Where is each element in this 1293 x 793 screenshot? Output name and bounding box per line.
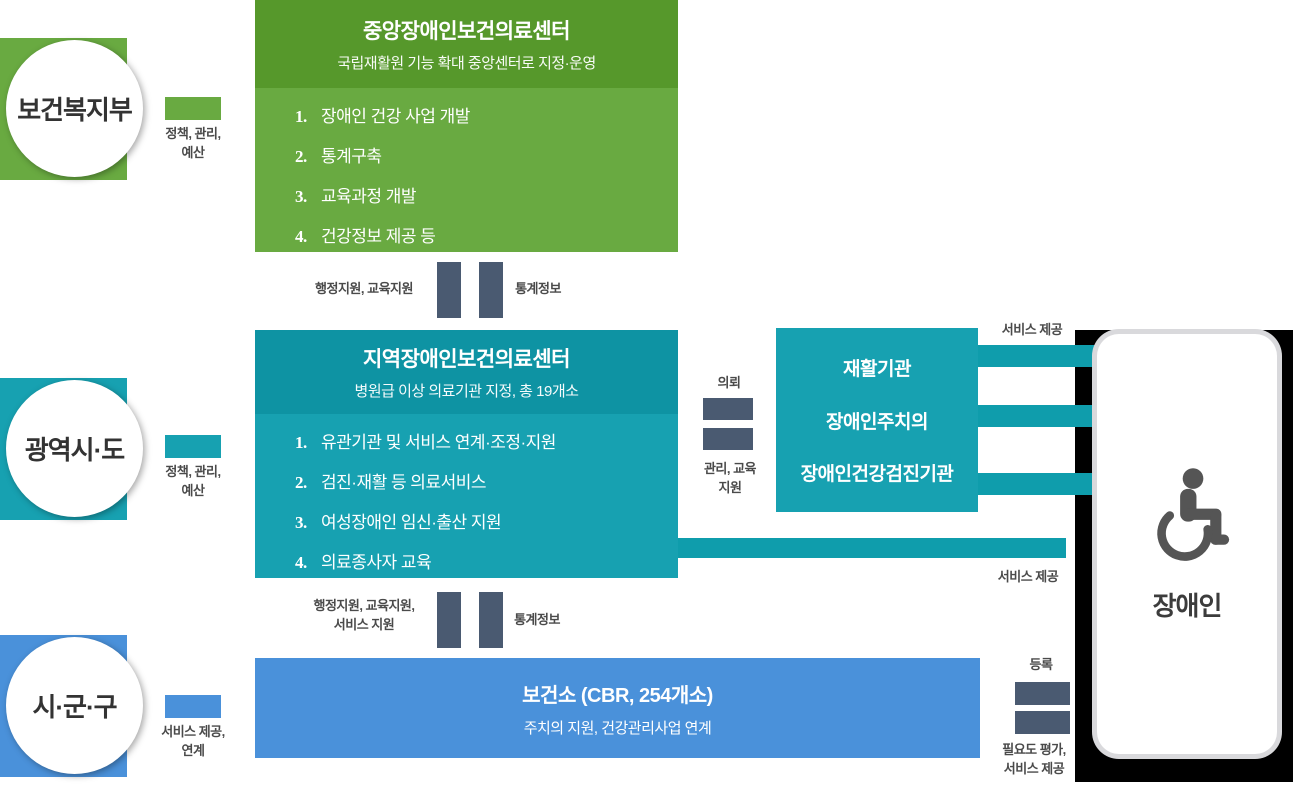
manage-arrow-bar: [703, 428, 753, 450]
mohw-arrow-label: 정책, 관리, 예산: [165, 126, 221, 160]
central-stats-label: 통계정보: [515, 281, 561, 296]
disabled-person-label: 장애인: [1152, 590, 1223, 621]
list-item: 3. 여성장애인 임신·출산 지원: [295, 513, 502, 532]
central-support-label: 행정지원, 교육지원: [315, 281, 413, 296]
health-center-title: 보건소 (CBR, 254개소): [522, 684, 713, 707]
partner-item-doctor: 장애인주치의: [826, 411, 928, 433]
district-label: 시·군·구: [32, 692, 117, 722]
register-label: 등록: [1029, 657, 1053, 672]
list-item: 3. 교육과정 개발: [295, 187, 417, 206]
partner-institutions-box: 재활기관 장애인주치의 장애인건강검진기관: [776, 328, 978, 512]
list-item: 1. 유관기관 및 서비스 연계·조정·지원: [295, 433, 556, 452]
manage-label: 관리, 교육 지원: [703, 461, 757, 495]
service-bar: [978, 405, 1095, 427]
central-center-title: 중앙장애인보건의료센터: [362, 20, 571, 43]
service-bar: [978, 345, 1095, 367]
mohw-circle: 보건복지부: [6, 40, 143, 177]
regional-center-list: 1. 유관기관 및 서비스 연계·조정·지원 2. 검진·재활 등 의료서비스 …: [255, 414, 678, 573]
district-circle: 시·군·구: [6, 637, 143, 774]
regional-center-header: 지역장애인보건의료센터 병원급 이상 의료기관 지정, 총 19개소: [255, 330, 678, 414]
district-arrow-bar: [165, 695, 221, 718]
needs-label: 필요도 평가, 서비스 제공: [1002, 742, 1066, 776]
partner-service-label: 서비스 제공: [1001, 322, 1063, 337]
up-arrow-bar: [479, 592, 503, 648]
central-center-header: 중앙장애인보건의료센터 국립재활원 기능 확대 중앙센터로 지정·운영: [255, 0, 678, 88]
list-item: 4. 의료종사자 교육: [295, 553, 432, 572]
health-center-box: 보건소 (CBR, 254개소) 주치의 지원, 건강관리사업 연계: [255, 658, 980, 758]
down-arrow-bar: [437, 262, 461, 318]
list-item: 1. 장애인 건강 사업 개발: [295, 107, 470, 126]
referral-arrow-bar: [703, 398, 753, 420]
list-item: 4. 건강정보 제공 등: [295, 227, 436, 246]
regional-support-label: 행정지원, 교육지원, 서비스 지원: [313, 598, 415, 632]
up-arrow-bar: [479, 262, 503, 318]
central-center-list: 1. 장애인 건강 사업 개발 2. 통계구축 3. 교육과정 개발 4. 건강…: [255, 88, 678, 247]
mohw-arrow-bar: [165, 97, 221, 120]
down-arrow-bar: [437, 592, 461, 648]
regional-center-title: 지역장애인보건의료센터: [362, 348, 571, 371]
list-item: 2. 검진·재활 등 의료서비스: [295, 473, 487, 492]
list-item: 2. 통계구축: [295, 147, 382, 166]
regional-center-box: 지역장애인보건의료센터 병원급 이상 의료기관 지정, 총 19개소 1. 유관…: [255, 330, 678, 578]
partner-item-rehab: 재활기관: [843, 358, 911, 380]
central-center-box: 중앙장애인보건의료센터 국립재활원 기능 확대 중앙센터로 지정·운영 1. 장…: [255, 0, 678, 252]
disabled-person-card: 장애인: [1097, 334, 1277, 754]
province-arrow-bar: [165, 435, 221, 458]
wheelchair-icon: [1157, 467, 1230, 561]
partner-item-checkup: 장애인건강검진기관: [800, 464, 954, 486]
regional-service-label: 서비스 제공: [997, 569, 1059, 584]
district-arrow-label: 서비스 제공, 연계: [161, 724, 225, 758]
referral-label: 의뢰: [717, 375, 741, 390]
regional-center-subtitle: 병원급 이상 의료기관 지정, 총 19개소: [354, 383, 579, 400]
health-center-subtitle: 주치의 지원, 건강관리사업 연계: [523, 719, 712, 737]
service-bar: [978, 473, 1095, 495]
needs-arrow-bar: [1015, 711, 1070, 734]
regional-service-bar: [678, 538, 1066, 558]
register-arrow-bar: [1015, 682, 1070, 705]
province-label: 광역시·도: [24, 435, 125, 465]
province-circle: 광역시·도: [6, 380, 143, 517]
province-arrow-label: 정책, 관리, 예산: [165, 464, 221, 498]
mohw-label: 보건복지부: [17, 95, 133, 125]
regional-stats-label: 통계정보: [514, 612, 560, 627]
central-center-subtitle: 국립재활원 기능 확대 중앙센터로 지정·운영: [337, 55, 596, 72]
